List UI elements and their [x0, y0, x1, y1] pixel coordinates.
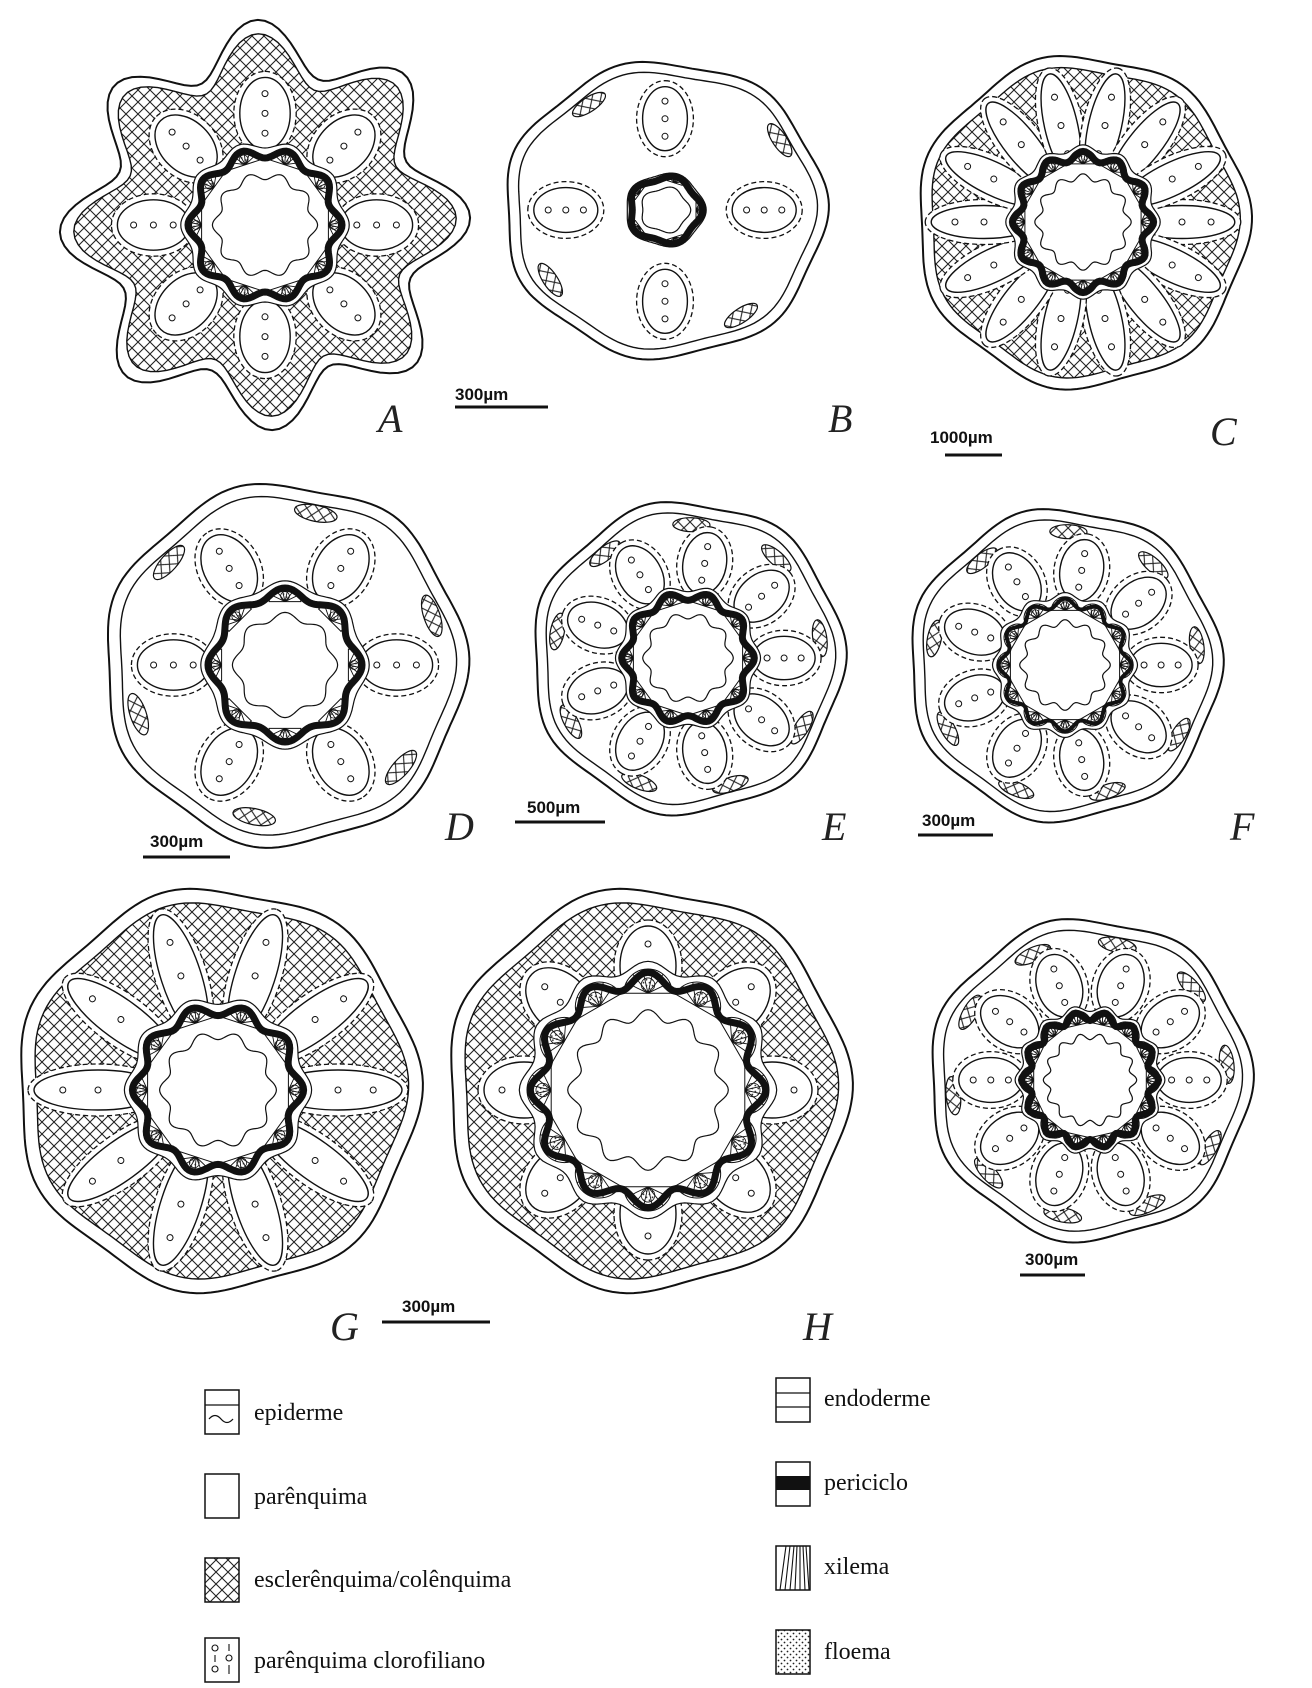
scale-label-E: 500µm — [527, 798, 580, 817]
phloem-E — [744, 654, 752, 662]
bundle-core-A — [240, 301, 290, 373]
phloem-E — [625, 654, 633, 662]
bundle-core-I — [1157, 1058, 1221, 1103]
phloem-D — [281, 730, 290, 739]
chlorenchyma-bundle-B — [528, 182, 604, 239]
chlorenchyma-bundle-A — [234, 71, 296, 155]
panel-C — [921, 56, 1252, 390]
xylem-swatch — [776, 1546, 810, 1590]
scale-label-D: 300µm — [150, 832, 203, 851]
panel-F — [913, 509, 1224, 822]
phloem-A — [330, 221, 339, 230]
panel-letter-D: D — [444, 804, 474, 849]
bundle-core-A — [117, 200, 189, 250]
phloem-F — [1121, 661, 1129, 669]
bundle-core-B — [732, 188, 796, 233]
phloem-G — [290, 1085, 300, 1095]
panel-E — [536, 502, 847, 815]
panel-letter-A: A — [375, 396, 403, 441]
periciclo-swatch — [776, 1462, 810, 1506]
legend-item-parenquima: parênquima — [205, 1474, 368, 1518]
phloem-swatch — [776, 1630, 810, 1674]
bundle-core-A — [240, 77, 290, 149]
phloem-F — [1002, 661, 1010, 669]
bundle-core-D — [361, 640, 433, 690]
legend-label-endoderme: endoderme — [824, 1386, 931, 1412]
bundle-core-B — [534, 188, 598, 233]
phloem-G — [137, 1085, 147, 1095]
legend-item-floema: floema — [776, 1630, 891, 1674]
panel-I — [933, 919, 1254, 1242]
bundle-core-B — [643, 87, 688, 151]
panel-A — [60, 20, 470, 430]
chlorenchyma-bundle-A — [234, 295, 296, 379]
scale-bar-E: 500µm — [515, 798, 605, 822]
panel-H — [451, 889, 853, 1293]
legend-label-floema: floema — [824, 1639, 891, 1665]
legend-label-periciclo: periciclo — [824, 1470, 908, 1496]
phloem-D — [212, 661, 221, 670]
chlorenchyma-bundle-B — [637, 81, 694, 157]
legend-item-periciclo: periciclo — [776, 1462, 908, 1506]
bundle-core-E — [753, 636, 815, 679]
bundle-core-D — [137, 640, 209, 690]
phloem-F — [1061, 721, 1069, 729]
panel-letter-B: B — [828, 396, 852, 441]
legend-label-parenquima: parênquima — [254, 1484, 368, 1510]
legend-item-epiderme: epiderme — [205, 1390, 343, 1434]
panel-letter-F: F — [1229, 804, 1255, 849]
panel-G — [21, 889, 423, 1293]
bundle-core-I — [959, 1058, 1023, 1103]
phloem-D — [350, 661, 359, 670]
phloem-D — [281, 592, 290, 601]
scale-label-F: 300µm — [922, 811, 975, 830]
legend-item-xilema: xilema — [776, 1546, 890, 1590]
legend-item-endoderme: endoderme — [776, 1378, 931, 1422]
scale-bar-I: 300µm — [1020, 1250, 1085, 1275]
legend-label-esclerenquima: esclerênquima/colênquima — [254, 1567, 512, 1593]
bundle-core-A — [341, 200, 413, 250]
esclerenquima-swatch — [205, 1558, 239, 1602]
legend-item-parenquima-clorofiliano: parênquima clorofiliano — [205, 1638, 485, 1682]
phloem-H — [746, 1083, 760, 1097]
scale-label-G: 300µm — [402, 1297, 455, 1316]
panel-B — [508, 62, 829, 360]
panel-letter-E: E — [821, 804, 846, 849]
parenquima-swatch — [205, 1474, 239, 1518]
phloem-H — [536, 1083, 550, 1097]
scale-bar-G: 300µm — [382, 1297, 490, 1322]
endoderme-swatch — [776, 1378, 810, 1422]
legend-label-parenquima-clorofiliano: parênquima clorofiliano — [254, 1648, 485, 1674]
panel-letter-H: H — [802, 1304, 834, 1349]
panel-letter-C: C — [1210, 409, 1238, 454]
scale-bar-C: 1000µm — [930, 428, 1002, 455]
scale-bar-A: 300µm — [455, 385, 548, 407]
epiderme-swatch — [205, 1390, 239, 1434]
scale-label-A: 300µm — [455, 385, 508, 404]
legend: epiderme parênquima esclerênquima/colênq… — [205, 1378, 931, 1682]
phloem-F — [1061, 602, 1069, 610]
pith-D — [232, 612, 337, 717]
phloem-A — [192, 221, 201, 230]
scale-label-C: 1000µm — [930, 428, 993, 447]
chlorenchyma-bundle-B — [726, 182, 802, 239]
scale-bar-D: 300µm — [143, 832, 230, 857]
chloro-parenchyma-swatch — [205, 1638, 239, 1682]
phloem-H — [641, 978, 655, 992]
chlorenchyma-bundle-B — [637, 263, 694, 339]
legend-label-epiderme: epiderme — [254, 1400, 343, 1426]
bundle-core-B — [643, 269, 688, 333]
scale-label-I: 300µm — [1025, 1250, 1078, 1269]
bundle-core-F — [1130, 643, 1192, 686]
panel-D — [108, 484, 469, 848]
legend-item-esclerenquima: esclerênquima/colênquima — [205, 1558, 512, 1602]
scale-bar-F: 300µm — [918, 811, 993, 835]
panel-letter-G: G — [330, 1304, 359, 1349]
legend-label-xilema: xilema — [824, 1554, 890, 1580]
phloem-H — [641, 1188, 655, 1202]
